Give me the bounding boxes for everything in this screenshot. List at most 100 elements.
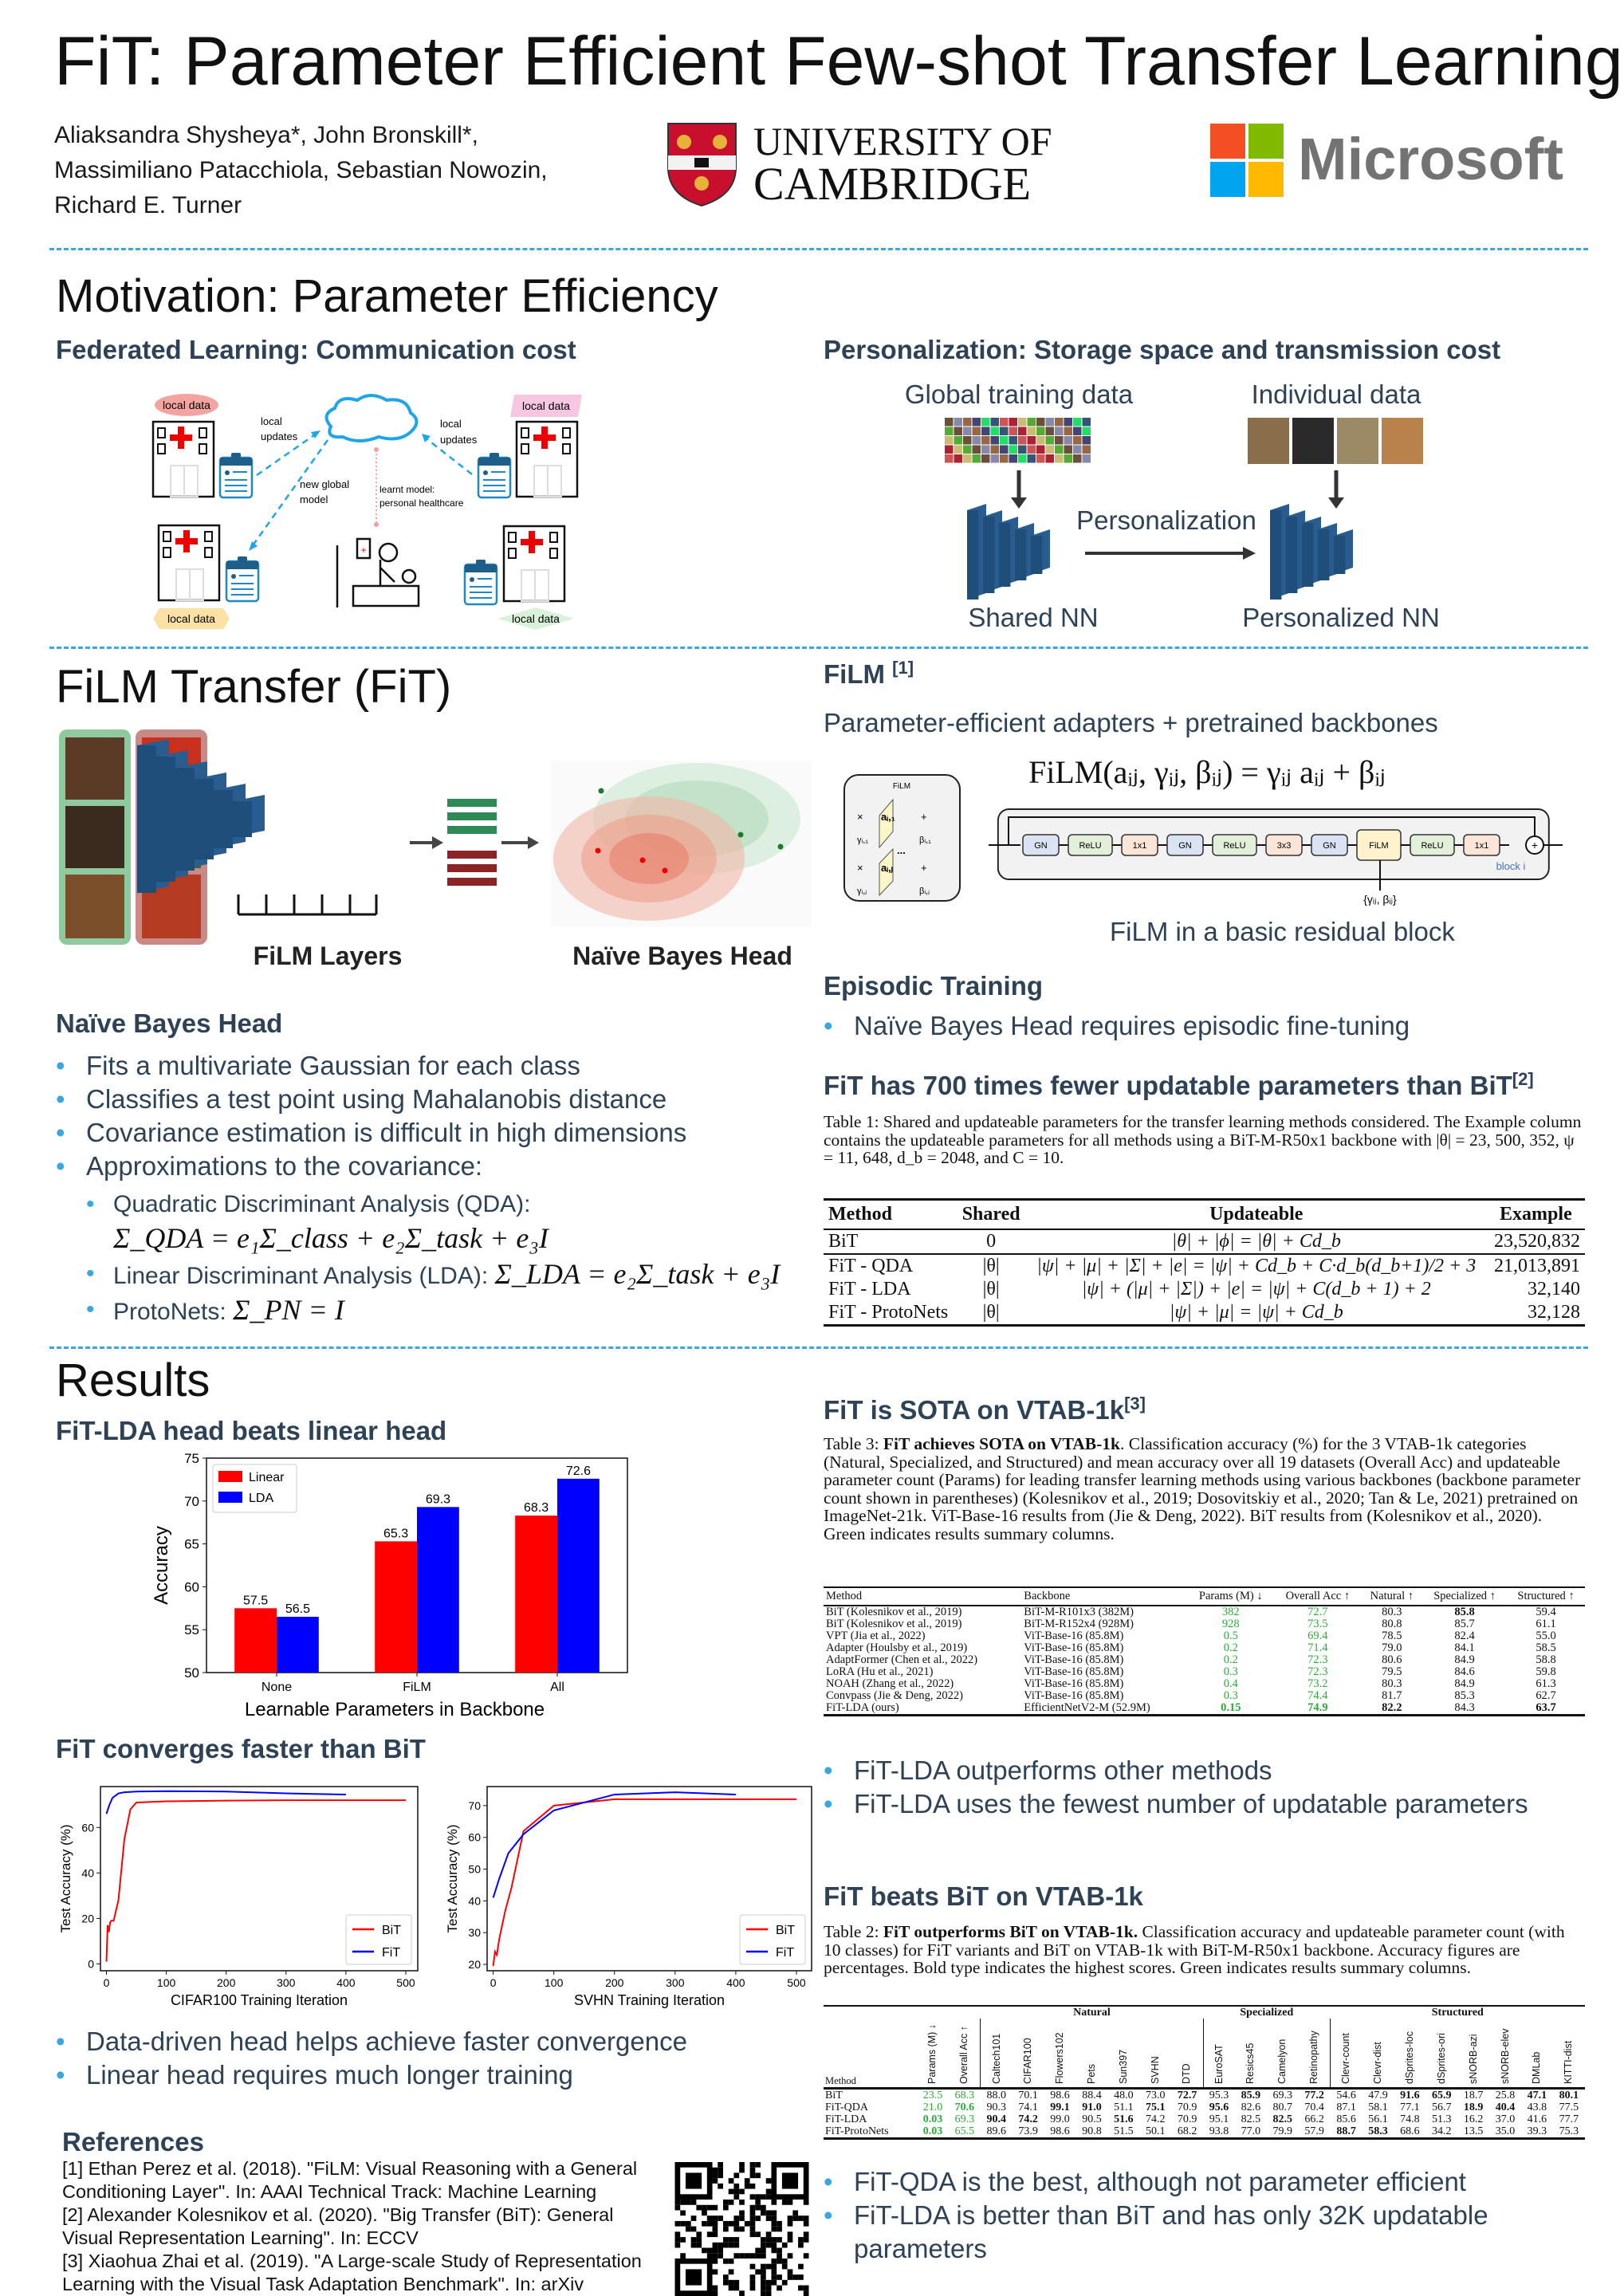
table-cell: 85.7 bbox=[1454, 1618, 1475, 1630]
table-cell: FiT-QDA bbox=[825, 2101, 868, 2113]
bullet: Covariance estimation is difficult in hi… bbox=[56, 1116, 686, 1150]
group-header: Natural bbox=[1073, 2007, 1111, 2019]
table-cell: 35.0 bbox=[1495, 2125, 1516, 2137]
table-cell: 51.1 bbox=[1114, 2101, 1134, 2113]
bullet: FiT-LDA outperforms other methods bbox=[824, 1754, 1528, 1787]
beats-heading: FiT beats BiT on VTAB-1k bbox=[824, 1881, 1143, 1911]
table-cell: 39.3 bbox=[1527, 2125, 1547, 2137]
bullet-continuation: parameters bbox=[854, 2234, 987, 2263]
gaussian-head-plot bbox=[551, 761, 812, 927]
hospital-icon bbox=[502, 525, 566, 603]
table-cell: 88.4 bbox=[1082, 2090, 1102, 2101]
col-header-cell: sNORB-elev bbox=[1489, 2019, 1521, 2089]
naive-bayes-head-label: Naïve Bayes Head bbox=[572, 942, 792, 970]
clipboard-icon bbox=[463, 558, 498, 606]
params-heading-text: FiT has 700 times fewer updatable parame… bbox=[824, 1071, 1512, 1100]
bar-linear bbox=[234, 1608, 277, 1673]
x-tick-label: 200 bbox=[217, 1976, 236, 1989]
col-header-cell: Clevr-dist bbox=[1363, 2019, 1394, 2089]
table-cell: BiT-M-R101x3 (382M) bbox=[1024, 1606, 1134, 1618]
table-cell: 47.9 bbox=[1368, 2090, 1388, 2101]
table-cell: 62.7 bbox=[1536, 1689, 1556, 1702]
x-axis-label: CIFAR100 Training Iteration bbox=[171, 1992, 348, 2008]
table-cell: 79.5 bbox=[1382, 1665, 1402, 1678]
table-cell: 0.03 bbox=[922, 2113, 943, 2125]
table-cell: 95.3 bbox=[1209, 2090, 1229, 2101]
table-row: BiT (Kolesnikov et al., 2019)BiT-M-R101x… bbox=[824, 1606, 1585, 1618]
section-divider bbox=[49, 1347, 1588, 1349]
table-cell: VPT (Jia et al., 2022) bbox=[826, 1630, 926, 1642]
y-axis-label: Test Accuracy (%) bbox=[58, 1824, 73, 1932]
table-cell: 74.2 bbox=[1018, 2113, 1038, 2125]
col-header: Specialized ↑ bbox=[1433, 1590, 1496, 1602]
references-list: [1] Ethan Perez et al. (2018). "FiLM: Vi… bbox=[62, 2157, 642, 2296]
shared-nn-icon bbox=[967, 504, 1050, 600]
table-cell: 93.8 bbox=[1209, 2125, 1229, 2137]
col-header: Clevr-count bbox=[1340, 2033, 1352, 2084]
table-cell: 84.6 bbox=[1454, 1665, 1475, 1678]
table-cell: 72.7 bbox=[1307, 1606, 1328, 1618]
caption-text: . Classification accuracy (%) for the 3 … bbox=[824, 1434, 1581, 1543]
col-header-cell: Overall Acc ↑ bbox=[948, 2019, 981, 2089]
bar-linear bbox=[515, 1516, 557, 1673]
x-tick-label: 100 bbox=[545, 1976, 564, 1989]
table-cell: 55.0 bbox=[1536, 1630, 1556, 1642]
col-header: sNORB-elev bbox=[1499, 2028, 1511, 2084]
citation: [1] bbox=[892, 658, 914, 678]
table-cell: ViT-Base-16 (85.8M) bbox=[1024, 1677, 1124, 1690]
group-header: Structured bbox=[1431, 2007, 1484, 2019]
table2-caption: Table 2: FiT outperforms BiT on VTAB-1k.… bbox=[824, 1923, 1585, 1977]
col-header: Params (M) ↓ bbox=[1198, 1590, 1263, 1602]
table-cell: 0 bbox=[986, 1231, 997, 1252]
table-cell: 77.5 bbox=[1559, 2101, 1579, 2113]
table-cell: 84.3 bbox=[1454, 1701, 1475, 1714]
table-cell: 58.8 bbox=[1536, 1653, 1556, 1666]
series-line-fit bbox=[105, 1790, 346, 1814]
motivation-title: Motivation: Parameter Efficiency bbox=[56, 270, 718, 322]
svg-text:×: × bbox=[857, 811, 863, 823]
table-cell: |θ| bbox=[982, 1302, 1000, 1323]
table-cell: BiT (Kolesnikov et al., 2019) bbox=[826, 1618, 962, 1630]
y-tick-label: 75 bbox=[184, 1451, 199, 1466]
legend-label: FiT bbox=[382, 1946, 400, 1960]
microsoft-wordmark: Microsoft bbox=[1298, 126, 1563, 192]
col-header-cell: dSprites-ori bbox=[1425, 2019, 1457, 2089]
film-layers-label: FiLM Layers bbox=[254, 942, 403, 970]
caption-bold: FiT outperforms BiT on VTAB-1k. bbox=[883, 1922, 1138, 1941]
table-cell: 73.9 bbox=[1018, 2125, 1038, 2137]
film-heading-text: FiLM bbox=[824, 659, 885, 689]
table-cell: 99.0 bbox=[1050, 2113, 1070, 2125]
x-tick-label: 300 bbox=[277, 1976, 296, 1989]
table-cell: 40.4 bbox=[1495, 2101, 1516, 2113]
reference-line: Learning with the Visual Task Adaptation… bbox=[62, 2274, 584, 2294]
gamma-label: γᵢ,ⱼ bbox=[857, 887, 867, 896]
legend-label: LDA bbox=[249, 1492, 273, 1505]
params-heading: FiT has 700 times fewer updatable parame… bbox=[824, 1069, 1534, 1101]
sub-bullet-qda: Quadratic Discriminant Analysis (QDA):Σ_… bbox=[86, 1188, 780, 1257]
learnt-model-label: learnt model: bbox=[379, 484, 435, 495]
col-header: Method bbox=[826, 1590, 863, 1602]
col-header-cell: sNORB-azi bbox=[1457, 2019, 1489, 2089]
naive-bayes-heading: Naïve Bayes Head bbox=[56, 1008, 283, 1038]
table-cell: FiT - QDA bbox=[828, 1256, 914, 1276]
citation: [2] bbox=[1512, 1069, 1534, 1089]
table-cell: 37.0 bbox=[1495, 2113, 1516, 2125]
lda-head-heading: FiT-LDA head beats linear head bbox=[56, 1416, 447, 1445]
table-cell: 82.6 bbox=[1241, 2101, 1261, 2113]
col-header: Flowers102 bbox=[1054, 2032, 1066, 2084]
col-header-cell: EuroSAT bbox=[1203, 2019, 1235, 2089]
table-cell: 16.2 bbox=[1463, 2113, 1484, 2125]
table-cell: 57.9 bbox=[1304, 2125, 1324, 2137]
y-tick-label: 65 bbox=[184, 1537, 199, 1552]
col-header: Backbone bbox=[1024, 1590, 1071, 1602]
cambridge-crest-icon bbox=[667, 123, 737, 207]
new-global-model-label: model bbox=[300, 493, 328, 505]
table-cell: 59.4 bbox=[1536, 1606, 1556, 1618]
fit-title: FiLM Transfer (FiT) bbox=[56, 661, 452, 713]
bullet: FiT-LDA is better than BiT and has only … bbox=[824, 2199, 1488, 2232]
qr-code[interactable] bbox=[672, 2162, 812, 2296]
table-cell: 95.6 bbox=[1209, 2101, 1229, 2113]
table-cell: BiT bbox=[828, 1231, 859, 1252]
bullet: FiT-LDA uses the fewest number of updata… bbox=[824, 1787, 1528, 1821]
